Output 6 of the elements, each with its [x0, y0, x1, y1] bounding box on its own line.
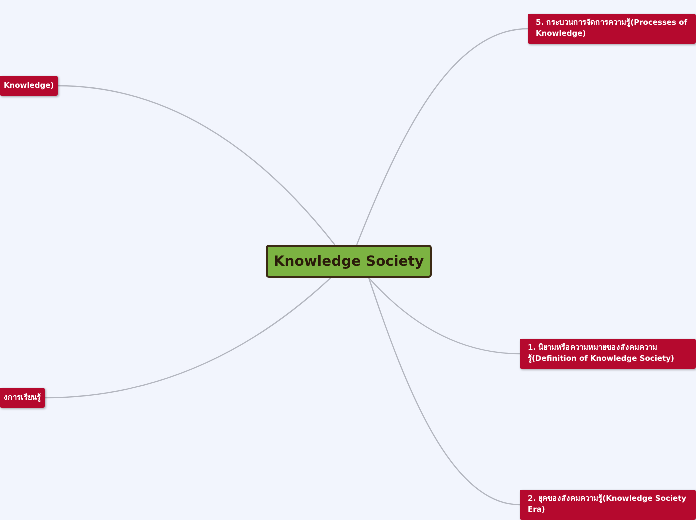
connector-line: [368, 278, 520, 355]
connector-line: [44, 278, 332, 399]
central-topic-box: Knowledge Society: [266, 245, 432, 278]
connector-line: [368, 278, 520, 506]
connector-line: [356, 28, 528, 246]
connector-line: [58, 85, 336, 246]
